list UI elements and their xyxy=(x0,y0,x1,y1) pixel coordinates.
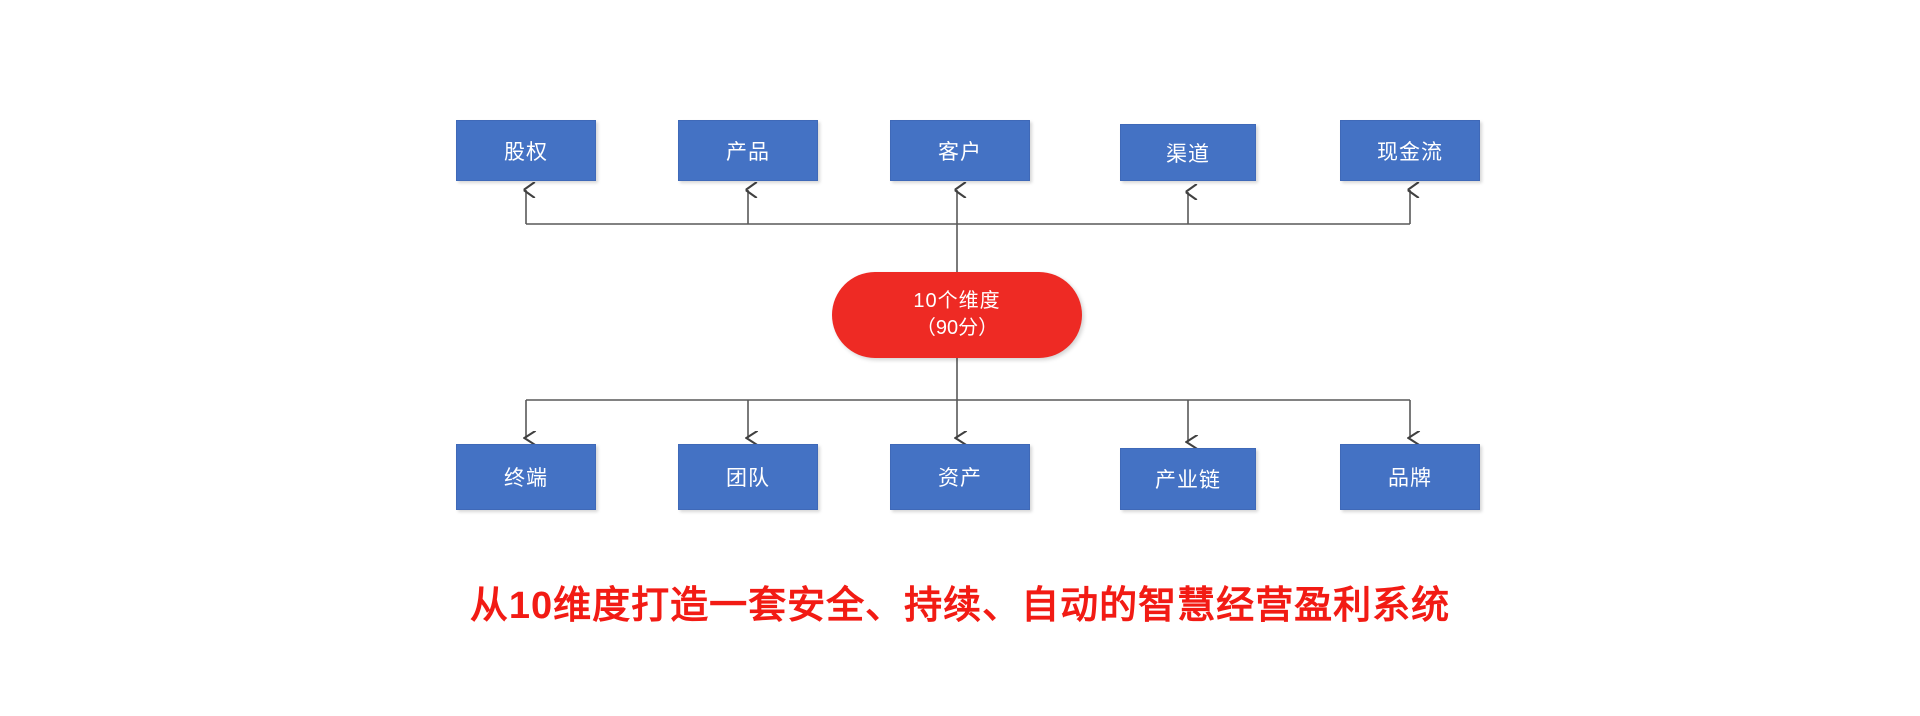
node-top-2-label: 产品 xyxy=(726,140,770,164)
node-bottom-2[interactable]: 团队 xyxy=(678,444,818,510)
node-bottom-1-label: 终端 xyxy=(504,467,548,490)
node-bottom-5-label: 品牌 xyxy=(1388,467,1432,490)
node-top-1[interactable]: 股权 xyxy=(456,120,596,181)
node-top-4-label: 渠道 xyxy=(1166,142,1210,166)
node-top-3-label: 客户 xyxy=(938,140,982,164)
node-bottom-3-label: 资产 xyxy=(938,467,982,490)
node-bottom-3[interactable]: 资产 xyxy=(890,444,1030,510)
center-node-line1: 10个维度 xyxy=(913,290,1001,312)
node-top-3[interactable]: 客户 xyxy=(890,120,1030,181)
node-bottom-4-label: 产业链 xyxy=(1155,469,1221,492)
node-top-2[interactable]: 产品 xyxy=(678,120,818,181)
center-node[interactable]: 10个维度 （90分） xyxy=(832,272,1082,358)
center-node-line2: （90分） xyxy=(915,317,999,339)
node-bottom-1[interactable]: 终端 xyxy=(456,444,596,510)
node-bottom-4[interactable]: 产业链 xyxy=(1120,448,1256,510)
node-top-1-label: 股权 xyxy=(504,140,548,164)
node-bottom-5[interactable]: 品牌 xyxy=(1340,444,1480,510)
node-top-4[interactable]: 渠道 xyxy=(1120,124,1256,181)
node-bottom-2-label: 团队 xyxy=(726,467,770,490)
node-top-5-label: 现金流 xyxy=(1377,140,1443,164)
node-top-5[interactable]: 现金流 xyxy=(1340,120,1480,181)
diagram-caption: 从10维度打造一套安全、持续、自动的智慧经营盈利系统 xyxy=(469,585,1451,627)
